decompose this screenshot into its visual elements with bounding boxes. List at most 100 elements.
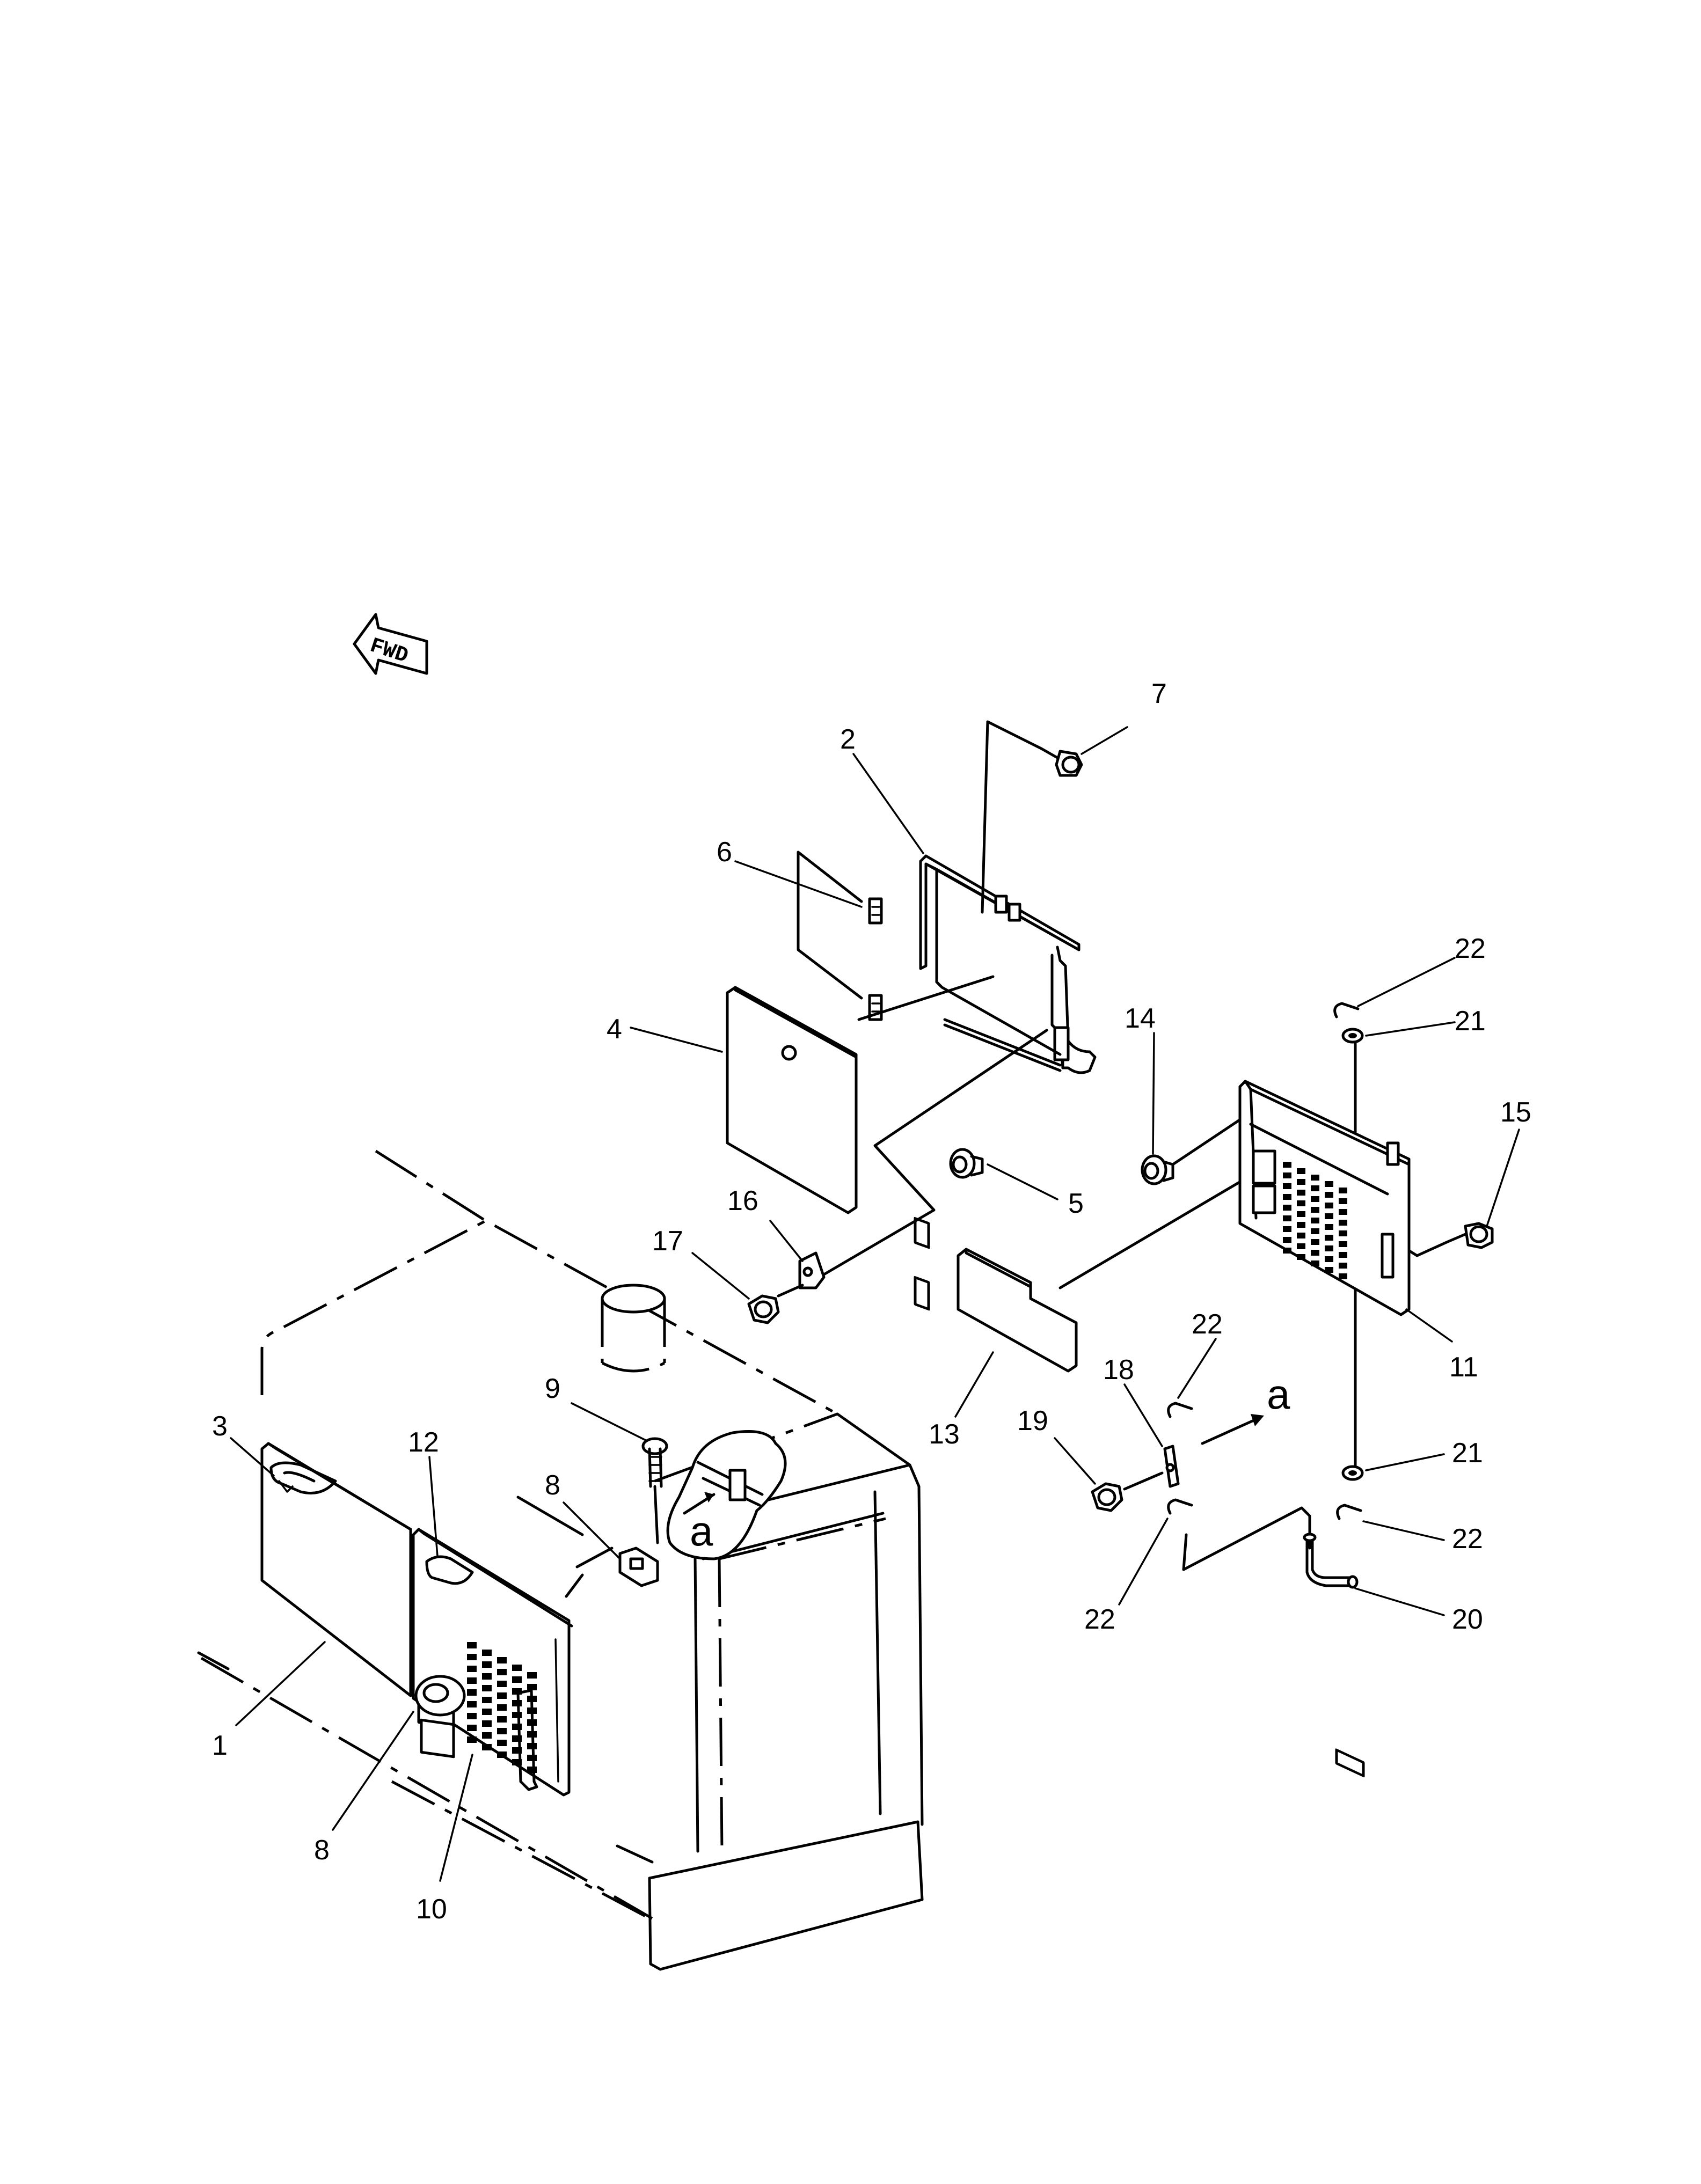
callout-2: 2: [840, 724, 856, 755]
grille-slot: [482, 1720, 492, 1727]
callout-22-mid: 22: [1192, 1309, 1223, 1340]
grille-slot: [1311, 1185, 1319, 1191]
grille-slot: [1325, 1245, 1333, 1251]
grille-slot: [1283, 1172, 1291, 1178]
grille-slot: [1283, 1226, 1291, 1232]
grille-slot: [1325, 1235, 1333, 1241]
grille-slot: [1339, 1263, 1347, 1269]
main-housing: [197, 1149, 924, 1971]
grille-slot: [1283, 1194, 1291, 1200]
grille-slot: [1297, 1168, 1305, 1174]
callout-4: 4: [607, 1014, 622, 1045]
grille-slot: [1311, 1260, 1319, 1266]
grille-slot: [527, 1755, 537, 1761]
detail-a-arrow: [1201, 1414, 1264, 1445]
part-11-right-cover: [1238, 1080, 1411, 1778]
grille-left: [467, 1642, 537, 1773]
detail-a-window: [666, 1430, 787, 1560]
grille-slot: [1297, 1211, 1305, 1217]
grille-slot: [512, 1712, 522, 1718]
callout-6: 6: [717, 837, 732, 868]
callout-21-top: 21: [1455, 1006, 1486, 1037]
grille-slot: [1283, 1215, 1291, 1221]
grille-slot: [482, 1709, 492, 1715]
grille-slot: [497, 1669, 507, 1675]
grille-slot: [1311, 1250, 1319, 1256]
callout-22-bottom: 22: [1084, 1604, 1115, 1635]
detail-a-label-right: a: [1267, 1371, 1290, 1418]
callout-14: 14: [1125, 1003, 1156, 1034]
grille-slot: [482, 1732, 492, 1739]
part-5-stopper: [949, 1148, 984, 1179]
grille-slot: [1325, 1213, 1333, 1219]
grille-slot: [467, 1642, 477, 1648]
part-13-pad: [957, 1248, 1078, 1373]
grille-slot: [512, 1665, 522, 1671]
callout-18: 18: [1103, 1354, 1134, 1386]
grille-slot: [1311, 1175, 1319, 1181]
grille-slot: [482, 1673, 492, 1680]
grille-slot: [1283, 1183, 1291, 1189]
grille-slot: [482, 1650, 492, 1656]
part-1-door-panel: [260, 1442, 412, 1697]
callout-5: 5: [1068, 1188, 1084, 1219]
part-20-pin: [1303, 1533, 1359, 1589]
grille-slot: [497, 1692, 507, 1699]
grille-slot: [497, 1740, 507, 1746]
callout-11: 11: [1449, 1352, 1478, 1383]
grille-slot: [1311, 1239, 1319, 1245]
part-18-bracket: [1163, 1445, 1180, 1488]
grille-slot: [1339, 1230, 1347, 1236]
grille-slot: [1325, 1192, 1333, 1198]
grille-slot: [1339, 1188, 1347, 1193]
part-9-bolt: [641, 1437, 668, 1488]
detail-a-label-housing: a: [690, 1507, 713, 1555]
grille-slot: [1311, 1218, 1319, 1223]
callout-10: 10: [416, 1894, 447, 1925]
part-4-pad: [726, 975, 995, 1214]
grille-slot: [467, 1713, 477, 1719]
part-15-bolt: [1445, 1222, 1494, 1249]
grille-slot: [527, 1684, 537, 1690]
callout-17: 17: [652, 1226, 683, 1257]
callout-22-top: 22: [1455, 933, 1486, 964]
grille-slot: [1325, 1203, 1333, 1208]
grille-slot: [467, 1736, 477, 1743]
grille-slot: [482, 1661, 492, 1668]
grille-slot: [1325, 1224, 1333, 1230]
grille-slot: [1325, 1256, 1333, 1262]
part-21-washers: [1341, 1028, 1364, 1481]
part-10-grille-cover: [412, 1528, 573, 1797]
grille-slot: [1297, 1190, 1305, 1196]
grille-slot: [1283, 1248, 1291, 1254]
grille-slot: [497, 1716, 507, 1723]
callout-labels: 3 12 1 8 10 9 8 2 6 4 5 14 16 17 7 22 21…: [212, 678, 1531, 1925]
callout-22-right: 22: [1452, 1523, 1483, 1555]
callout-13: 13: [929, 1419, 960, 1450]
grille-slot: [1339, 1252, 1347, 1258]
part-19-bolt: [1091, 1471, 1164, 1512]
fwd-direction-arrow: FWD: [353, 613, 428, 675]
callout-20: 20: [1452, 1604, 1483, 1635]
grille-slot: [1297, 1233, 1305, 1238]
grille-slot: [1339, 1241, 1347, 1247]
grille-slot: [527, 1767, 537, 1773]
grille-slot: [1297, 1179, 1305, 1185]
grille-slot: [497, 1657, 507, 1663]
grille-slot: [1311, 1196, 1319, 1202]
grille-slot: [497, 1728, 507, 1734]
part-22-cotter-pins: [1167, 1002, 1362, 1520]
callout-9: 9: [545, 1373, 560, 1404]
grille-slot: [1339, 1273, 1347, 1279]
grille-slot: [1283, 1237, 1291, 1243]
callout-21-lower: 21: [1452, 1438, 1483, 1469]
part-8-bracket: [618, 1547, 659, 1587]
callout-8-upper: 8: [545, 1470, 560, 1501]
grille-slot: [1297, 1254, 1305, 1260]
part-7-bolt: [1040, 747, 1083, 777]
grille-slot: [1283, 1205, 1291, 1211]
grille-slot: [1297, 1200, 1305, 1206]
part-14-stopper: [1141, 1154, 1174, 1185]
callout-19: 19: [1017, 1405, 1048, 1437]
